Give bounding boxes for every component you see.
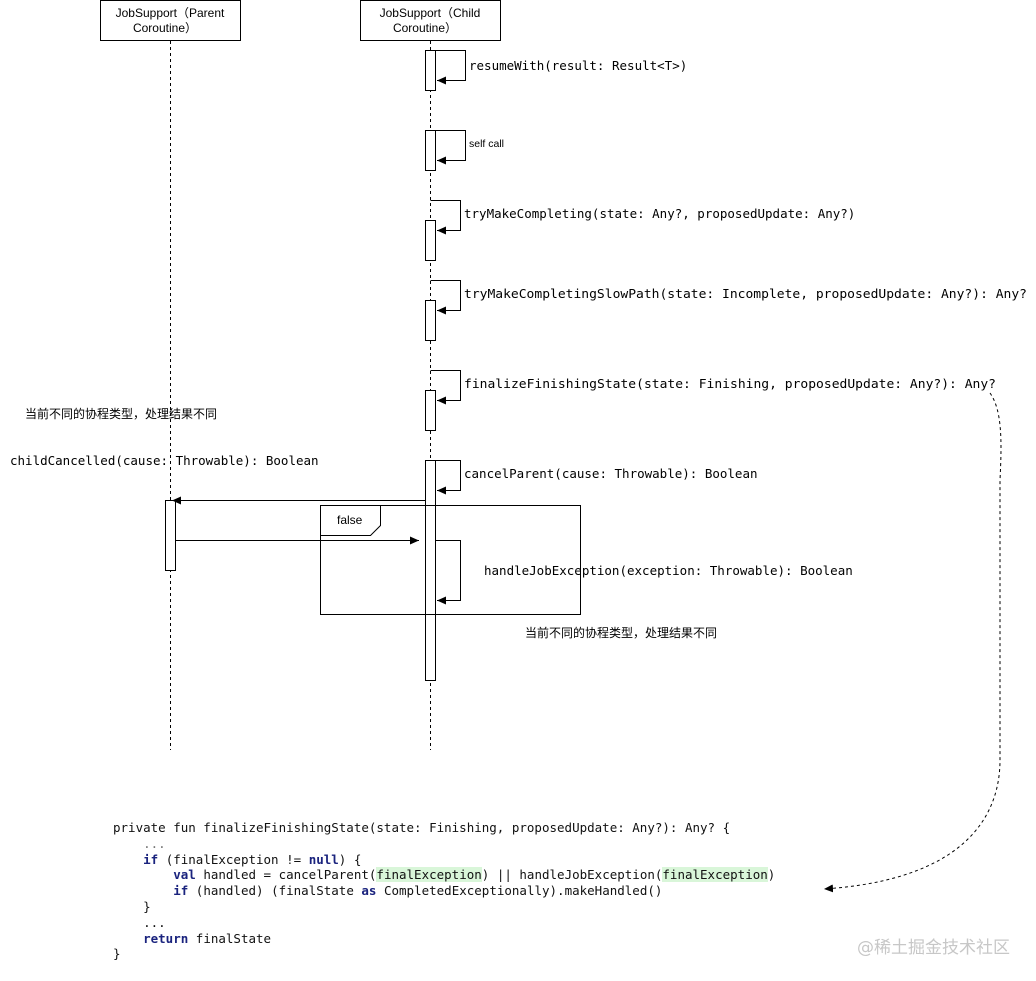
self-call-arrow-resume — [435, 50, 466, 85]
note-left: 当前不同的协程类型，处理结果不同 — [25, 406, 217, 421]
code-line-ellipsis-2: ... — [113, 915, 775, 931]
activation-bar — [425, 50, 436, 91]
note-right: 当前不同的协程类型，处理结果不同 — [525, 625, 717, 640]
code-line-if-handled: if (handled) (finalState as CompletedExc… — [113, 883, 775, 899]
self-call-arrow-cancel-parent — [435, 460, 461, 495]
message-try-make-completing: tryMakeCompleting(state: Any?, proposedU… — [464, 206, 855, 221]
lifeline-child-header: JobSupport（Child Coroutine） — [360, 0, 501, 41]
lifeline-parent-title-line2: Coroutine） — [133, 21, 197, 35]
code-text: (handled) (finalState — [188, 883, 362, 899]
code-text: } — [143, 898, 151, 914]
lifeline-child-title-line2: Coroutine） — [393, 21, 457, 35]
message-cancel-parent: cancelParent(cause: Throwable): Boolean — [464, 466, 758, 481]
code-text: finalState — [188, 930, 272, 946]
message-self-call: self call — [469, 138, 504, 150]
code-keyword-as: as — [361, 883, 377, 899]
code-line-signature: private fun finalizeFinishingState(state… — [113, 820, 731, 835]
lifeline-parent-header: JobSupport（Parent Coroutine） — [100, 0, 241, 41]
reference-arrow-to-code — [823, 392, 1002, 893]
code-line-close-if: } — [113, 899, 775, 915]
code-text: handled = cancelParent( — [195, 867, 377, 883]
code-text: ... — [143, 914, 166, 930]
message-child-cancelled: childCancelled(cause: Throwable): Boolea… — [10, 453, 319, 468]
code-keyword-val: val — [173, 867, 196, 883]
code-text: (finalException != — [158, 851, 309, 867]
self-call-arrow-self — [435, 130, 466, 165]
code-keyword-null: null — [308, 851, 339, 867]
self-call-arrow-handle-exception — [435, 540, 461, 605]
activation-bar-long — [425, 460, 436, 681]
fragment-label: false — [337, 513, 363, 527]
alt-fragment: false — [320, 505, 581, 615]
lifeline-child-title-line1: JobSupport（Child — [380, 6, 481, 20]
code-line-return: return finalState — [113, 931, 775, 947]
message-try-make-completing-slow-path: tryMakeCompletingSlowPath(state: Incompl… — [464, 286, 1027, 301]
watermark: @稀土掘金技术社区 — [857, 938, 1010, 958]
code-text: ) — [767, 867, 776, 883]
activation-bar-parent — [165, 500, 176, 571]
self-call-arrow-try-make — [430, 200, 461, 235]
code-keyword-return: return — [143, 930, 189, 946]
message-resume-with: resumeWith(result: Result<T>) — [469, 58, 687, 73]
code-line-ellipsis: ... — [113, 836, 775, 852]
message-finalize-finishing-state: finalizeFinishingState(state: Finishing,… — [464, 376, 996, 391]
activation-bar — [425, 390, 436, 431]
activation-bar — [425, 220, 436, 261]
code-text: ) { — [338, 851, 362, 867]
code-snippet: private fun finalizeFinishingState(state… — [113, 820, 775, 962]
code-text: CompletedExceptionally).makeHandled() — [376, 883, 663, 899]
code-line-close-fun: } — [113, 946, 121, 962]
code-keyword-if: if — [173, 883, 189, 899]
activation-bar — [425, 300, 436, 341]
code-ellipsis: ... — [143, 835, 166, 851]
message-handle-job-exception: handleJobException(exception: Throwable)… — [484, 563, 853, 578]
code-line-val: val handled = cancelParent(finalExceptio… — [113, 867, 775, 883]
code-highlight: finalException — [662, 867, 768, 883]
self-call-arrow-slow-path — [430, 280, 461, 315]
code-line-if: if (finalException != null) { — [113, 852, 775, 868]
activation-bar — [425, 130, 436, 171]
code-highlight: finalException — [376, 867, 482, 883]
self-call-arrow-finalize — [430, 370, 461, 405]
code-keyword-if: if — [143, 851, 159, 867]
code-text: ) || handleJobException( — [481, 867, 663, 883]
lifeline-parent-title-line1: JobSupport（Parent — [116, 6, 225, 20]
